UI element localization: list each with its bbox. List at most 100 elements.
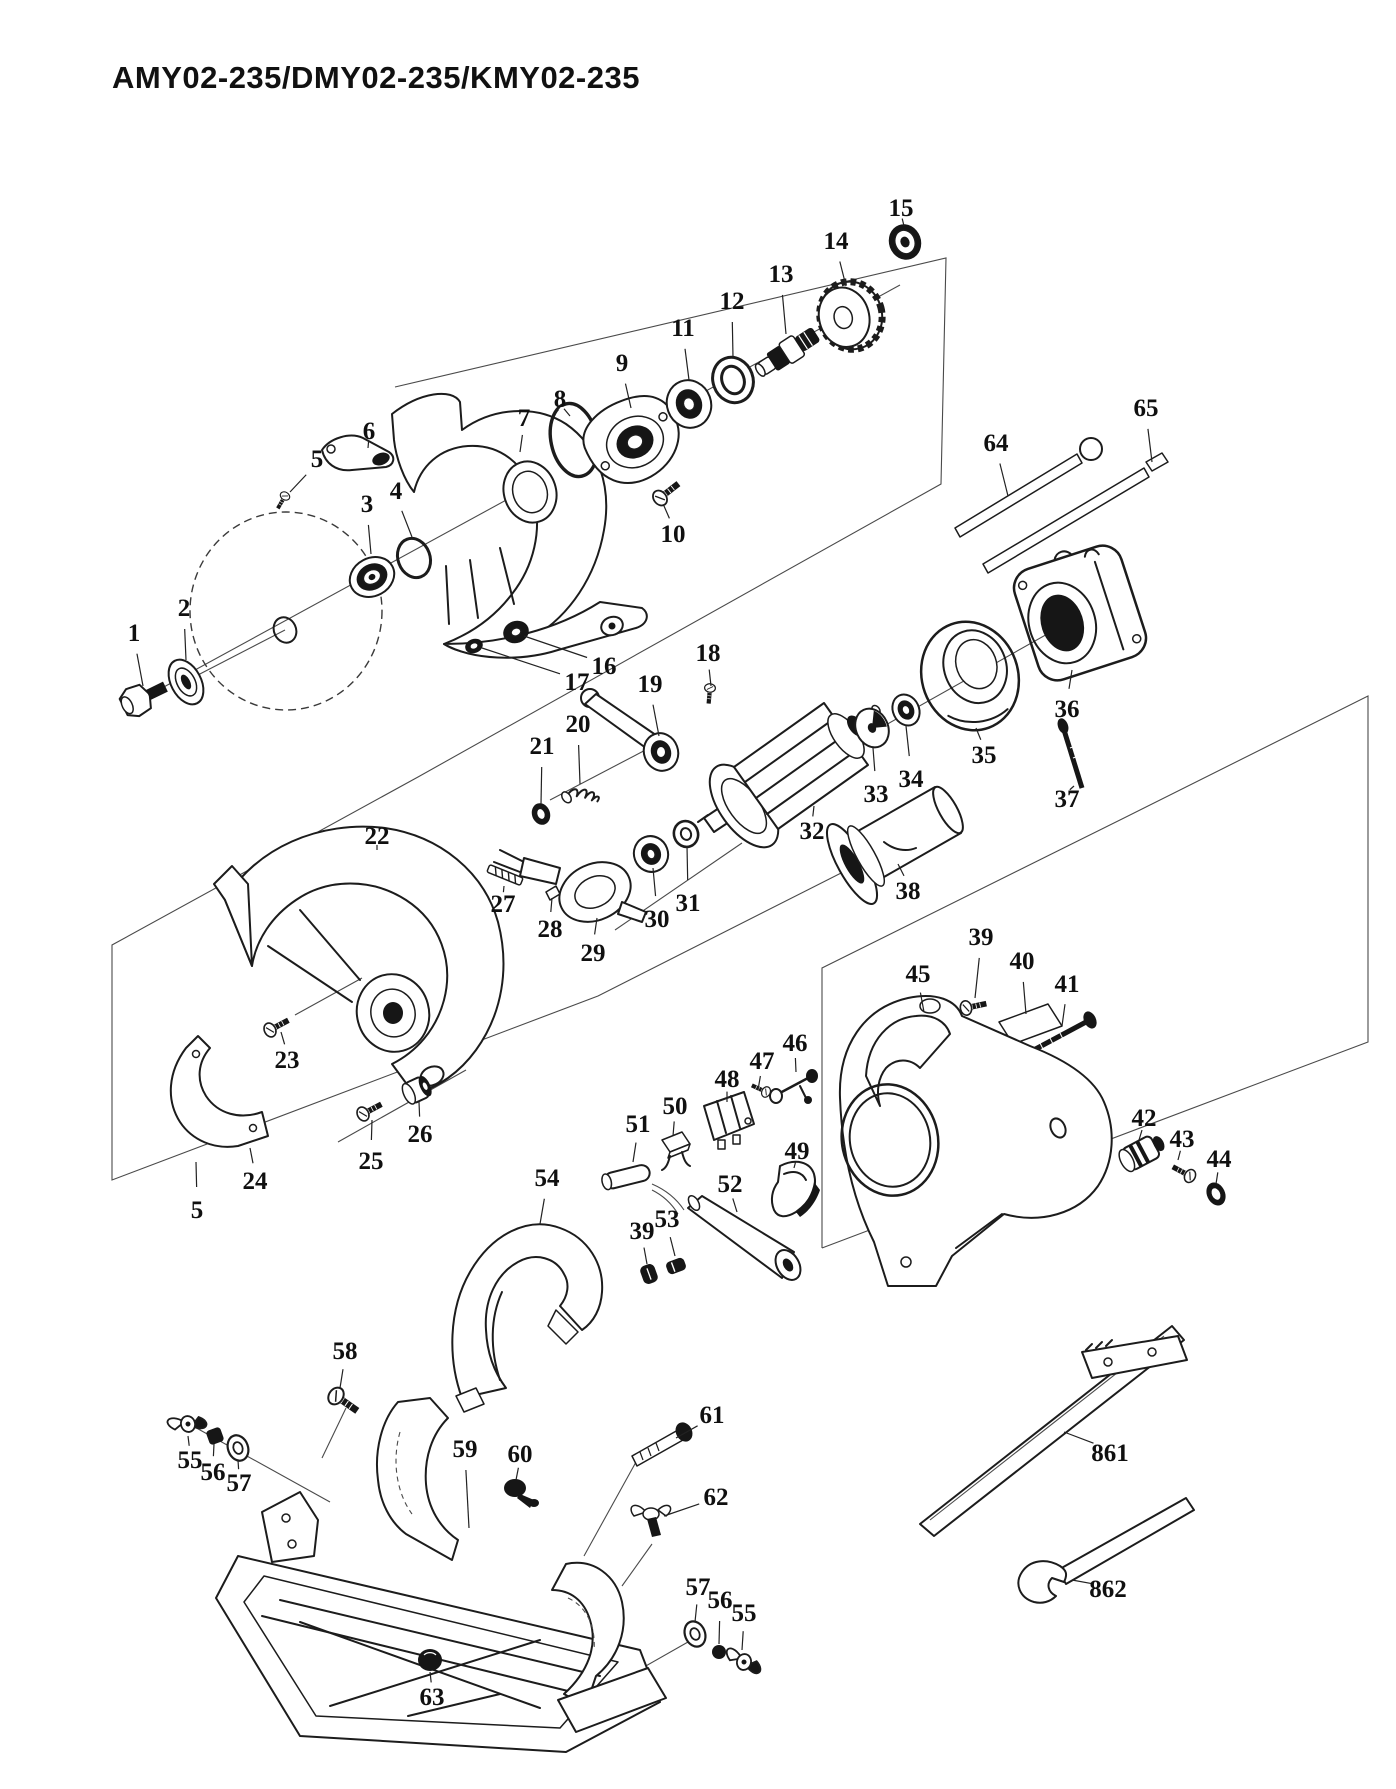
page-title: AMY02-235/DMY02-235/KMY02-235	[112, 60, 640, 95]
part-60-knob-drawing	[504, 1479, 539, 1508]
leader-line-45	[919, 992, 925, 1013]
callout-38: 38	[896, 878, 921, 905]
part-41-bolt-drawing	[1028, 1011, 1097, 1055]
leader-line-50	[672, 1121, 675, 1137]
leader-line-61	[675, 1425, 698, 1439]
callout-6: 6	[363, 418, 376, 445]
leader-line-63	[429, 1671, 432, 1683]
part-25-screw-drawing	[353, 1097, 386, 1124]
leader-line-57	[694, 1604, 698, 1623]
callout-861: 861	[1091, 1440, 1129, 1467]
callout-4: 4	[390, 478, 403, 505]
callout-5: 5	[191, 1197, 204, 1224]
leader-line-11	[684, 348, 690, 381]
part-62-wingbolt-drawing	[630, 1504, 672, 1537]
leader-line-52	[732, 1198, 738, 1213]
leader-line-38	[897, 863, 905, 877]
part-2-washer-drawing	[167, 658, 205, 706]
part-24-guard-plate-drawing	[169, 1035, 269, 1148]
part-27-spring-pin-drawing	[486, 864, 524, 886]
callout-14: 14	[824, 228, 850, 255]
part-4-oring-drawing	[395, 536, 433, 580]
leader-line-39	[974, 957, 980, 999]
callout-58: 58	[333, 1338, 358, 1365]
part-14-gear-drawing	[816, 278, 886, 353]
leader-line-56	[718, 1620, 721, 1645]
leader-line-58	[339, 1369, 344, 1389]
leader-line-5	[289, 474, 307, 493]
callout-17: 17	[565, 669, 590, 696]
leader-line-18	[708, 669, 712, 687]
leader-line-35	[975, 727, 982, 741]
callout-30: 30	[645, 906, 670, 933]
callout-18: 18	[696, 640, 721, 667]
leader-line-19	[652, 704, 660, 737]
part-54-aux-handle-drawing	[451, 1223, 604, 1413]
part-3-flange-drawing	[348, 556, 396, 598]
part-51-cord-drawing	[601, 1164, 685, 1215]
leader-line-41	[1061, 1004, 1066, 1027]
part-36-stator-drawing	[1012, 544, 1148, 682]
callout-51: 51	[626, 1111, 651, 1138]
callout-11: 11	[671, 315, 695, 342]
callout-22: 22	[365, 823, 390, 850]
leader-line-51	[632, 1142, 637, 1163]
leader-line-40	[1022, 981, 1027, 1015]
leader-line-8	[563, 408, 571, 417]
leader-line-64	[999, 463, 1009, 497]
leader-line-46	[794, 1057, 797, 1073]
part-37-bolt-drawing	[1057, 718, 1085, 789]
part-52-cord-guard-drawing	[687, 1194, 802, 1281]
part-48-switch-drawing	[703, 1091, 755, 1150]
part-23-screw-drawing	[260, 1013, 293, 1040]
callout-61: 61	[700, 1402, 725, 1429]
leader-line-7	[519, 434, 523, 453]
leader-line-44	[1215, 1172, 1219, 1185]
part-31-washer-drawing	[672, 819, 700, 849]
leader-line-12	[731, 321, 734, 358]
callout-48: 48	[715, 1066, 740, 1093]
callout-1: 1	[128, 620, 141, 647]
callout-34: 34	[899, 766, 925, 793]
leader-line-59	[465, 1469, 470, 1529]
part-42-bushing-drawing	[1118, 1135, 1165, 1173]
callout-25: 25	[359, 1148, 384, 1175]
leader-line-31	[686, 845, 689, 881]
callout-28: 28	[538, 916, 563, 943]
part-61-bolt-drawing	[631, 1422, 693, 1467]
part-21-washer-drawing	[531, 803, 551, 825]
part-34-bearing-drawing	[891, 693, 921, 727]
leader-line-20	[577, 744, 581, 785]
leader-line-862	[1071, 1579, 1094, 1585]
part-6-lever-drawing	[321, 434, 395, 472]
leader-line-54	[539, 1198, 545, 1225]
part-56-nut-left-drawing	[206, 1427, 224, 1445]
callout-26: 26	[408, 1121, 433, 1148]
part-30-bearing-drawing	[632, 835, 670, 873]
leader-line-55	[187, 1435, 190, 1446]
callout-24: 24	[243, 1168, 269, 1195]
leader-line-53	[669, 1236, 676, 1257]
part-7-upper-guard-drawing	[391, 392, 648, 659]
callout-60: 60	[508, 1441, 533, 1468]
part-39-screw-drawing	[958, 995, 989, 1018]
callout-54: 54	[535, 1165, 561, 1192]
callout-3: 3	[361, 491, 374, 518]
part-9-bearing-retainer-drawing	[582, 395, 680, 484]
leader-line-32	[812, 805, 815, 817]
leader-line-34	[905, 725, 910, 757]
callout-12: 12	[720, 288, 745, 315]
part-50-capacitor-drawing	[661, 1131, 691, 1171]
leader-line-25	[370, 1119, 373, 1141]
callout-8: 8	[554, 386, 567, 413]
callout-7: 7	[518, 405, 531, 432]
callout-50: 50	[663, 1093, 688, 1120]
leader-line-28	[550, 897, 553, 913]
callout-44: 44	[1207, 1146, 1233, 1173]
callout-16: 16	[592, 653, 617, 680]
leader-line-9	[624, 383, 632, 409]
part-33-insulator-drawing	[854, 707, 890, 749]
leader-line-60	[515, 1467, 519, 1481]
